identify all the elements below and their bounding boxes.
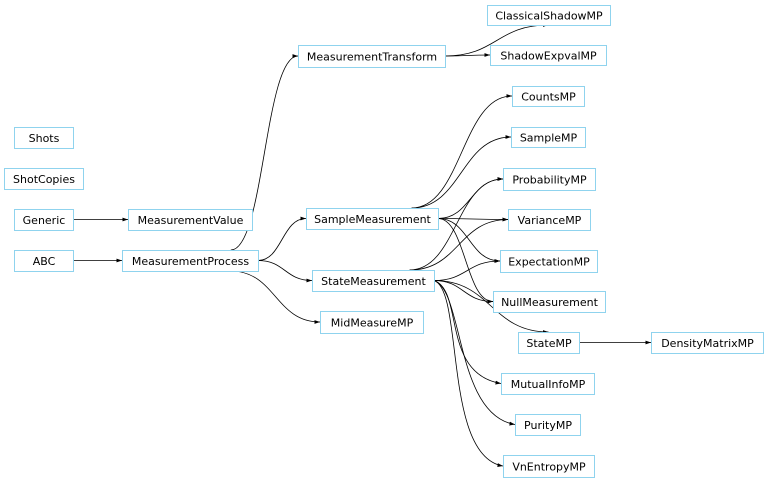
- node-vn-entropy-mp[interactable]: VnEntropyMP: [503, 455, 595, 478]
- edge-sample-measurement-to-expectation-mp: [437, 218, 501, 263]
- edge-measurement-transform-to-classical-shadow-mp: [444, 23, 549, 57]
- edge-sample-measurement-to-probability-mp: [437, 177, 504, 219]
- node-label: StateMeasurement: [321, 275, 426, 288]
- edge-measurement-process-to-sample-measurement: [257, 216, 307, 261]
- edge-state-measurement-to-variance-mp: [409, 217, 509, 271]
- node-label: NullMeasurement: [501, 296, 599, 309]
- node-box: [503, 168, 596, 191]
- node-sample-measurement[interactable]: SampleMeasurement: [306, 208, 439, 230]
- node-label: DensityMatrixMP: [661, 337, 754, 350]
- node-box: [312, 270, 435, 292]
- node-shots[interactable]: Shots: [14, 127, 74, 149]
- node-label: ShadowExpvalMP: [500, 50, 597, 63]
- node-label: Shots: [29, 132, 60, 145]
- node-label: VarianceMP: [518, 214, 582, 227]
- edges-layer: [72, 23, 651, 467]
- node-label: SampleMP: [520, 132, 578, 145]
- node-box: [14, 127, 74, 149]
- edge-measurement-transform-to-shadow-expval-mp: [444, 53, 491, 57]
- node-label: ABC: [33, 255, 56, 268]
- node-state-mp[interactable]: StateMP: [518, 332, 580, 354]
- node-variance-mp[interactable]: VarianceMP: [508, 209, 591, 231]
- node-box: [487, 5, 611, 26]
- node-counts-mp[interactable]: CountsMP: [512, 86, 585, 107]
- node-state-measurement[interactable]: StateMeasurement: [312, 270, 435, 292]
- node-box: [128, 209, 253, 231]
- node-shot-copies[interactable]: ShotCopies: [4, 168, 84, 190]
- edge-sample-measurement-to-sample-mp: [411, 135, 512, 209]
- node-measurement-process[interactable]: MeasurementProcess: [122, 250, 259, 272]
- node-box: [122, 250, 259, 272]
- node-label: VnEntropyMP: [512, 461, 586, 474]
- node-box: [500, 250, 598, 273]
- node-sample-mp[interactable]: SampleMP: [511, 127, 586, 148]
- node-box: [508, 209, 591, 231]
- node-box: [493, 291, 606, 313]
- node-expectation-mp[interactable]: ExpectationMP: [500, 250, 598, 273]
- node-label: MidMeasureMP: [331, 317, 414, 330]
- node-box: [320, 311, 424, 334]
- node-shadow-expval-mp[interactable]: ShadowExpvalMP: [490, 45, 607, 66]
- node-probability-mp[interactable]: ProbabilityMP: [503, 168, 596, 191]
- node-mutual-info-mp[interactable]: MutualInfoMP: [501, 373, 595, 395]
- edge-sample-measurement-to-null-measurement: [437, 218, 494, 304]
- node-box: [298, 45, 446, 68]
- node-box: [306, 208, 439, 230]
- node-box: [14, 250, 74, 272]
- node-label: Generic: [23, 214, 66, 227]
- edge-state-measurement-to-state-mp: [433, 280, 549, 334]
- node-box: [518, 332, 580, 354]
- edge-state-measurement-to-probability-mp: [409, 177, 504, 271]
- node-label: MeasurementTransform: [307, 51, 437, 64]
- edge-state-measurement-to-mutual-info-mp: [433, 280, 502, 385]
- node-label: ExpectationMP: [508, 256, 590, 269]
- node-label: MeasurementValue: [138, 214, 244, 227]
- node-box: [503, 455, 595, 478]
- node-box: [490, 45, 607, 66]
- edge-measurement-process-to-state-measurement: [257, 260, 313, 283]
- node-label: ProbabilityMP: [512, 174, 587, 187]
- node-label: MeasurementProcess: [132, 255, 250, 268]
- node-label: SampleMeasurement: [314, 213, 431, 226]
- node-box: [512, 86, 585, 107]
- node-classical-shadow-mp[interactable]: ClassicalShadowMP: [487, 5, 611, 26]
- edge-state-measurement-to-vn-entropy-mp: [433, 280, 504, 467]
- node-null-measurement[interactable]: NullMeasurement: [493, 291, 606, 313]
- node-purity-mp[interactable]: PurityMP: [515, 414, 581, 436]
- node-box: [14, 209, 74, 231]
- node-measurement-value[interactable]: MeasurementValue: [128, 209, 253, 231]
- node-mid-measure-mp[interactable]: MidMeasureMP: [320, 311, 424, 334]
- node-box: [511, 127, 586, 148]
- node-box: [4, 168, 84, 190]
- node-label: CountsMP: [521, 91, 576, 104]
- edge-sample-measurement-to-variance-mp: [437, 217, 509, 222]
- node-label: StateMP: [526, 337, 572, 350]
- node-box: [515, 414, 581, 436]
- node-box: [501, 373, 595, 395]
- node-label: MutualInfoMP: [511, 378, 586, 391]
- edge-state-measurement-to-purity-mp: [433, 280, 516, 426]
- edge-measurement-process-to-measurement-transform: [230, 54, 299, 251]
- edge-measurement-process-to-mid-measure-mp: [230, 270, 321, 324]
- node-box: [651, 332, 764, 354]
- node-label: PurityMP: [524, 419, 572, 432]
- nodes-layer: ClassicalShadowMP ShadowExpvalMP Measureme…: [4, 5, 764, 478]
- node-label: ClassicalShadowMP: [495, 10, 603, 23]
- node-density-matrix-mp[interactable]: DensityMatrixMP: [651, 332, 764, 354]
- edge-sample-measurement-to-counts-mp: [411, 94, 513, 209]
- edge-state-measurement-to-expectation-mp: [433, 259, 501, 281]
- node-measurement-transform[interactable]: MeasurementTransform: [298, 45, 446, 68]
- node-label: ShotCopies: [13, 173, 75, 186]
- node-abc[interactable]: ABC: [14, 250, 74, 272]
- node-generic[interactable]: Generic: [14, 209, 74, 231]
